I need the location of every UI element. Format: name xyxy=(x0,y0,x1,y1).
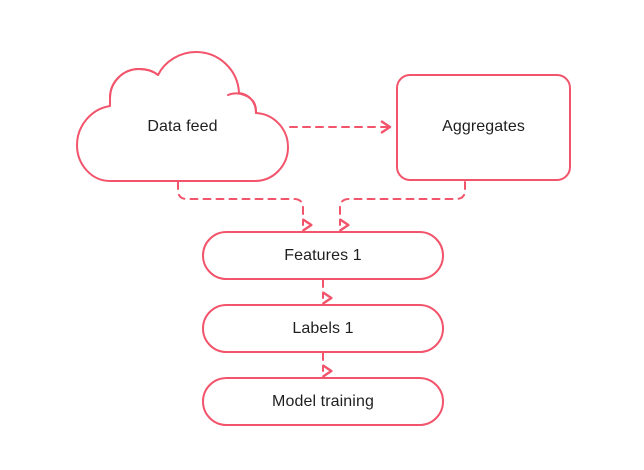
node-label-features: Features 1 xyxy=(284,246,362,264)
box-aggregates xyxy=(396,74,571,181)
cloud-shape-data-feed xyxy=(76,51,289,182)
edge-aggregates-to-features xyxy=(339,181,466,232)
node-label-data-feed: Data feed xyxy=(147,118,218,135)
node-label-model-training: Model training xyxy=(272,392,374,410)
node-label-labels: Labels 1 xyxy=(292,319,354,337)
cloud-lobe-seam-left xyxy=(109,67,159,99)
node-label-aggregates: Aggregates xyxy=(442,118,525,135)
cloud-lobe-seam-right xyxy=(227,92,257,114)
edge-data-feed-to-features xyxy=(177,181,313,232)
box-model-training xyxy=(202,377,444,426)
